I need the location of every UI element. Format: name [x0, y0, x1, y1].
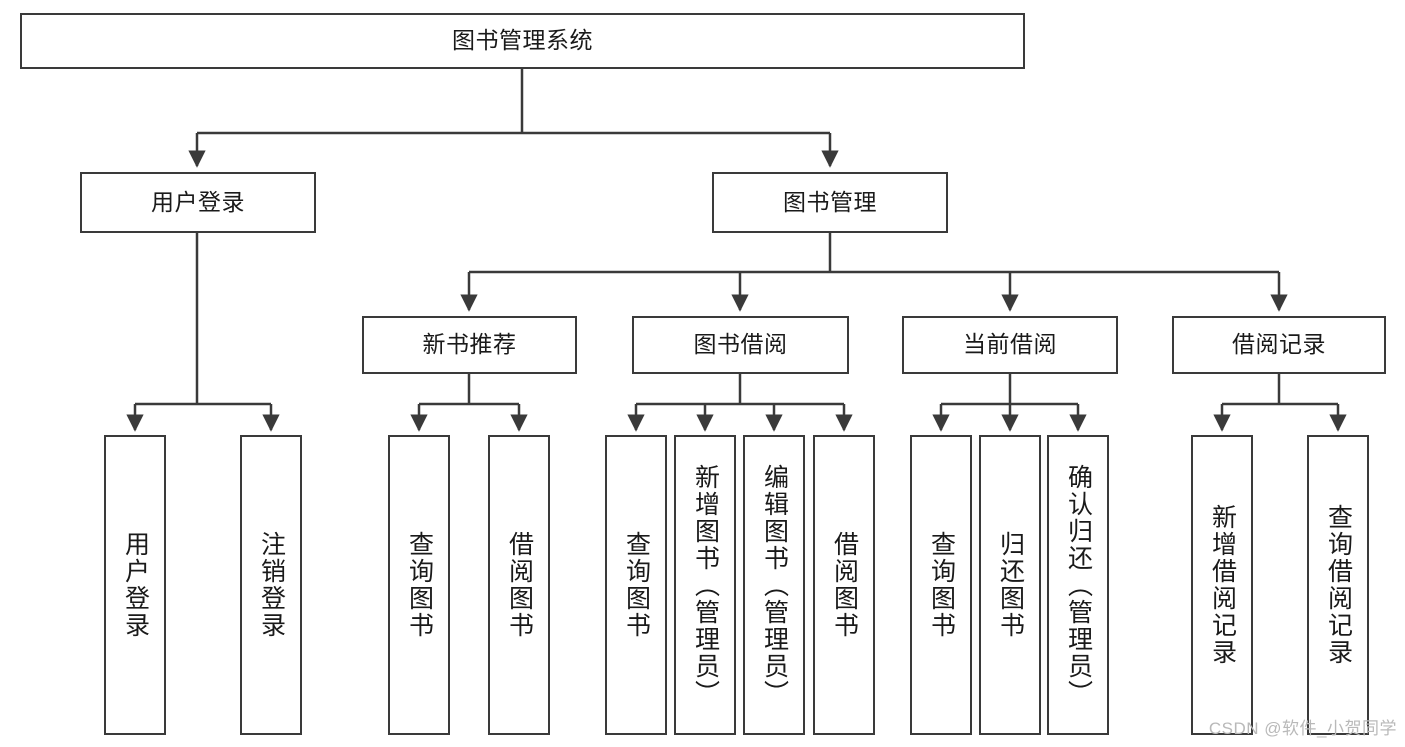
node-current-borrow-label: 当前借阅: [963, 331, 1057, 358]
node-borrow-record-label: 借阅记录: [1232, 331, 1326, 358]
node-leaf-query-book-2[interactable]: 查询图书: [605, 435, 667, 735]
node-leaf-add-record[interactable]: 新增借阅记录: [1191, 435, 1253, 735]
node-leaf-query-book-1[interactable]: 查询图书: [388, 435, 450, 735]
node-leaf-edit-book[interactable]: 编辑图书（管理员）: [743, 435, 805, 735]
node-book-management-label: 图书管理: [783, 188, 877, 215]
node-leaf-add-record-label: 新增借阅记录: [1208, 504, 1237, 666]
node-user-login-label: 用户登录: [151, 188, 245, 215]
node-borrow-record[interactable]: 借阅记录: [1172, 316, 1386, 374]
node-leaf-add-book[interactable]: 新增图书（管理员）: [674, 435, 736, 735]
node-new-book-recommend[interactable]: 新书推荐: [362, 316, 577, 374]
node-leaf-borrow-book-1[interactable]: 借阅图书: [488, 435, 550, 735]
node-leaf-return-book-label: 归还图书: [996, 531, 1025, 639]
node-leaf-user-login[interactable]: 用户登录: [104, 435, 166, 735]
node-root[interactable]: 图书管理系统: [20, 13, 1025, 69]
node-leaf-borrow-book-1-label: 借阅图书: [505, 531, 534, 639]
node-leaf-query-book-2-label: 查询图书: [622, 531, 651, 639]
node-book-management[interactable]: 图书管理: [712, 172, 948, 233]
node-leaf-query-record-label: 查询借阅记录: [1324, 504, 1353, 666]
node-leaf-borrow-book-2-label: 借阅图书: [830, 531, 859, 639]
node-book-borrow-label: 图书借阅: [693, 331, 788, 358]
node-leaf-query-book-1-label: 查询图书: [405, 531, 434, 639]
node-book-borrow[interactable]: 图书借阅: [632, 316, 849, 374]
node-leaf-edit-book-label: 编辑图书（管理员）: [760, 463, 789, 707]
node-leaf-confirm-return[interactable]: 确认归还（管理员）: [1047, 435, 1109, 735]
node-leaf-query-record[interactable]: 查询借阅记录: [1307, 435, 1369, 735]
node-root-label: 图书管理系统: [452, 27, 593, 54]
node-leaf-user-login-label: 用户登录: [121, 531, 150, 639]
node-leaf-confirm-return-label: 确认归还（管理员）: [1064, 463, 1093, 707]
node-leaf-logout-label: 注销登录: [257, 531, 286, 639]
node-leaf-add-book-label: 新增图书（管理员）: [691, 463, 720, 707]
node-new-book-recommend-label: 新书推荐: [422, 331, 517, 358]
watermark: CSDN @软件_小贺同学: [1208, 719, 1397, 738]
node-leaf-query-book-3-label: 查询图书: [927, 531, 956, 639]
node-leaf-return-book[interactable]: 归还图书: [979, 435, 1041, 735]
node-user-login[interactable]: 用户登录: [80, 172, 316, 233]
node-current-borrow[interactable]: 当前借阅: [902, 316, 1118, 374]
node-leaf-query-book-3[interactable]: 查询图书: [910, 435, 972, 735]
node-leaf-borrow-book-2[interactable]: 借阅图书: [813, 435, 875, 735]
node-leaf-logout[interactable]: 注销登录: [240, 435, 302, 735]
